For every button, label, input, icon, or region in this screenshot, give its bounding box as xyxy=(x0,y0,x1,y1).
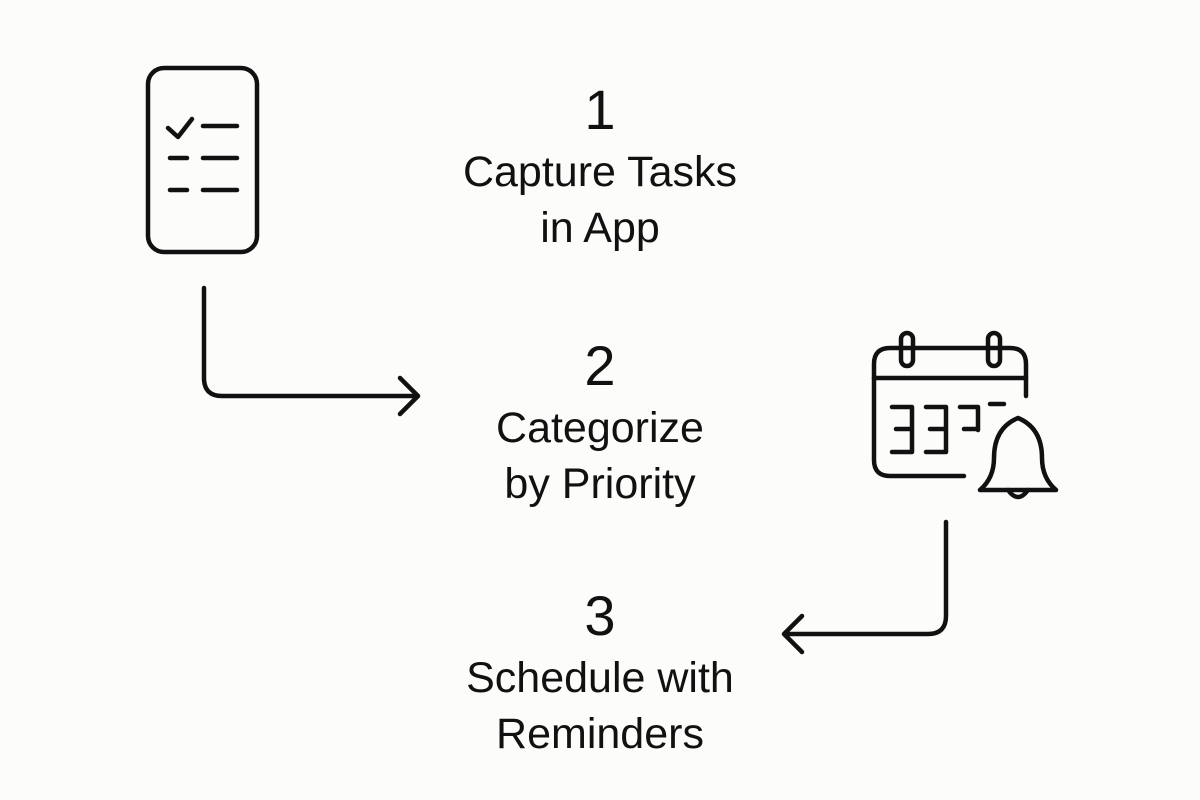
arrow-step1-to-step2 xyxy=(201,285,421,417)
connector-path-1 xyxy=(201,285,417,399)
calendar-bell-icon xyxy=(871,330,1059,500)
step-number: 2 xyxy=(584,334,616,397)
checkmark-icon xyxy=(165,116,195,140)
connector-path-2 xyxy=(783,519,949,637)
bell-body xyxy=(977,415,1059,493)
step-3: 3 Schedule with Reminders xyxy=(380,586,820,762)
calendar-ring-right xyxy=(985,330,1003,369)
calendar-ring-left xyxy=(898,330,916,369)
bell-icon xyxy=(977,415,1059,500)
calendar-mark-3 xyxy=(957,404,981,433)
step-label-line-2: in App xyxy=(540,204,660,252)
step-label-line-1: Capture Tasks xyxy=(462,148,738,196)
phone-outline xyxy=(145,65,260,255)
step-number: 3 xyxy=(584,584,616,647)
step-1: 1 Capture Tasks in App xyxy=(380,80,820,256)
step-label-line-2: Reminders xyxy=(496,710,704,758)
arrowhead-left-icon xyxy=(781,613,805,655)
step-2: 2 Categorize by Priority xyxy=(380,336,820,512)
step-label-line-2: by Priority xyxy=(504,460,696,508)
step-number: 1 xyxy=(584,78,616,141)
calendar-outline xyxy=(871,345,1029,479)
bell-clapper xyxy=(1005,487,1031,500)
step-label-line-1: Schedule with xyxy=(466,654,734,702)
step-label-line-1: Categorize xyxy=(496,404,704,452)
checklist-phone-icon xyxy=(145,65,260,255)
arrow-to-step3 xyxy=(781,519,949,655)
arrowhead-right-icon xyxy=(397,375,421,417)
